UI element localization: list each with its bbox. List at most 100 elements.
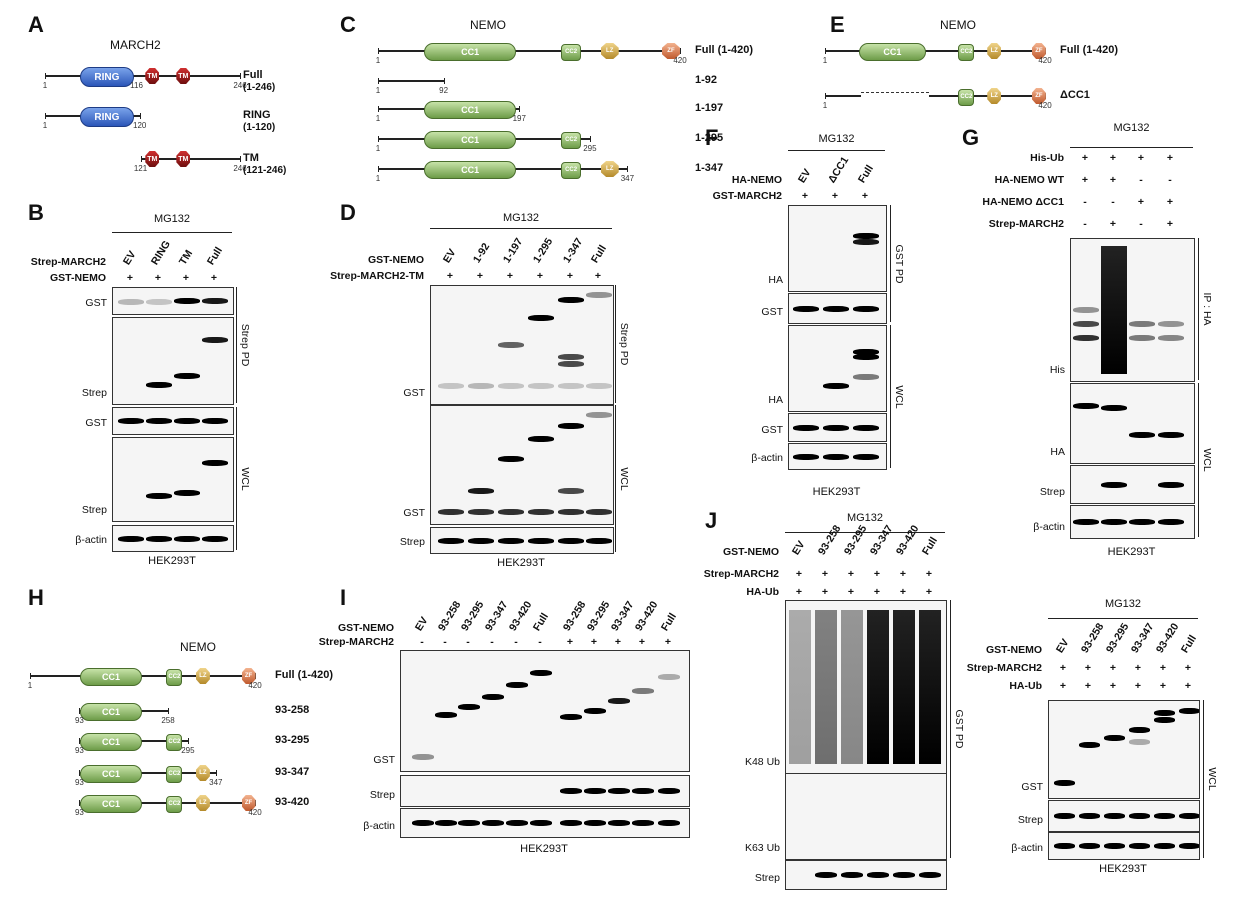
lane-value: + [861, 190, 869, 202]
domain-cc2: CC2 [166, 765, 183, 783]
position-number: 258 [161, 716, 175, 725]
lane-value: + [210, 272, 218, 284]
protein-band [583, 820, 607, 826]
construct-label: TM [243, 152, 259, 164]
blot-label: GST [1021, 781, 1043, 793]
protein-band [583, 708, 607, 714]
lane-value: 93-420 [1153, 621, 1182, 656]
start-tick [825, 93, 826, 99]
protein-band [174, 298, 200, 304]
protein-band [438, 383, 464, 390]
protein-band [793, 305, 819, 312]
position-number: 295 [181, 746, 195, 755]
protein-band [434, 711, 458, 718]
start-tick [45, 113, 46, 119]
position-number: 93 [74, 746, 84, 755]
start-tick [79, 708, 81, 714]
cell-line-label: HEK293T [520, 843, 568, 855]
protein-band [1129, 432, 1155, 439]
protein-band [468, 537, 494, 544]
blot-gst [112, 287, 234, 315]
panel-letter: C [340, 12, 356, 37]
start-tick [30, 673, 31, 679]
end-tick [215, 770, 217, 776]
construct-line [825, 50, 1045, 52]
position-number: 1 [27, 681, 33, 690]
lane-value: + [925, 586, 933, 598]
protein-band [1073, 403, 1099, 410]
protein-band [853, 424, 879, 431]
group-label: WCL [1201, 448, 1213, 472]
lane-value: + [1109, 174, 1117, 186]
protein-band [1128, 727, 1150, 734]
protein-band [146, 535, 172, 542]
lane-value: + [847, 586, 855, 598]
protein-band [202, 298, 228, 304]
blot-label: HA [768, 394, 783, 406]
protein-band [438, 537, 464, 544]
protein-band [498, 509, 524, 516]
condition-label: GST-NEMO [337, 622, 394, 634]
protein-band [558, 509, 584, 516]
protein-band [892, 872, 916, 878]
blot-gst [1048, 700, 1200, 799]
construct-label: 93-347 [275, 766, 310, 778]
blot-strep [430, 527, 614, 554]
lane-value: Full [919, 534, 940, 558]
group-label: WCL [893, 384, 905, 409]
position-number: 420 [248, 681, 262, 690]
construct-label: 93-258 [275, 704, 310, 716]
protein-band [607, 788, 631, 794]
protein-band [529, 820, 553, 826]
lane-value: + [1109, 152, 1117, 164]
panel-letter: D [340, 200, 356, 225]
protein-band [558, 423, 584, 430]
protein-band [607, 820, 631, 826]
lane-value: + [506, 270, 514, 282]
construct-label: Full (1-420) [695, 44, 754, 56]
lane-value: + [1084, 680, 1092, 692]
protein-band [558, 537, 584, 544]
start-tick [45, 73, 46, 79]
protein-band [1153, 843, 1175, 849]
lane-value: + [1081, 174, 1089, 186]
protein-band [1101, 481, 1127, 488]
protein-band [559, 788, 583, 794]
protein-band [586, 383, 612, 390]
group-label: GST PD [893, 244, 905, 283]
treatment-label: MG132 [846, 512, 884, 524]
protein-band [1103, 813, 1125, 819]
position-number: 1 [42, 81, 48, 90]
blot-label: GST [373, 754, 395, 766]
protein-band [657, 820, 681, 826]
lane-value: + [1109, 662, 1117, 674]
group-bracket [1203, 700, 1204, 858]
panel-letter: J [705, 508, 718, 533]
blot-his [1070, 238, 1195, 382]
lane-value: - [538, 636, 542, 648]
group-bracket [615, 405, 616, 552]
protein-band [411, 753, 435, 760]
protein-band [481, 693, 505, 700]
domain-tm: TM [176, 151, 191, 167]
domain-zf: ZF [241, 668, 256, 684]
protein-band [481, 820, 505, 826]
blot--actin [1048, 832, 1200, 860]
protein-band [457, 820, 481, 826]
start-tick [378, 106, 379, 112]
position-number: 347 [620, 174, 635, 183]
protein-band [558, 360, 584, 367]
domain-ring: RING [80, 67, 134, 87]
blot-label: GST [85, 297, 107, 309]
lane-value: 1-295 [530, 236, 556, 266]
protein-band [1078, 813, 1100, 819]
protein-band [498, 383, 524, 390]
start-tick [378, 136, 379, 142]
protein-band [1053, 843, 1075, 849]
lane-value: + [536, 270, 544, 282]
domain-tm: TM [145, 151, 160, 167]
protein-band [146, 382, 172, 389]
protein-band [853, 232, 879, 239]
start-tick [825, 48, 826, 54]
protein-band [118, 535, 144, 542]
